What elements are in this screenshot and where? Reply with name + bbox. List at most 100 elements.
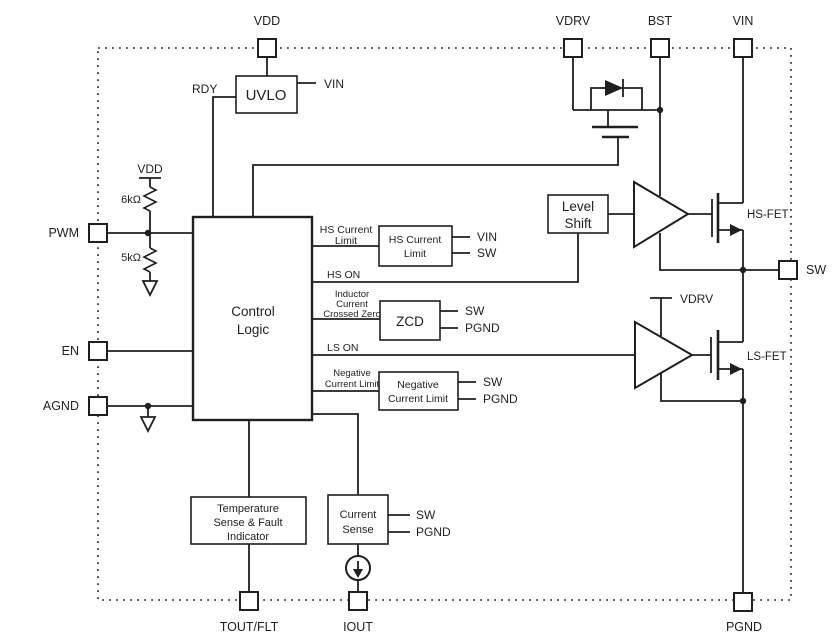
pin-pad-tout-flt: [239, 591, 259, 611]
hs-driver-triangle: [633, 180, 690, 249]
temp-sense-label-2: Sense & Fault: [213, 517, 282, 529]
pin-label-vdrv: VDRV: [556, 14, 591, 28]
stubs-neg-cl: [458, 381, 476, 400]
net-label-neg-pgnd: PGND: [483, 392, 518, 406]
pin-pad-pwm: [88, 223, 108, 243]
net-label-zcd-sw: SW: [465, 304, 485, 318]
sig-hs-cl-2: Limit: [335, 235, 357, 247]
pin-label-vin: VIN: [733, 14, 754, 28]
resistor-6k-label: 6kΩ: [121, 194, 141, 206]
pin-pad-sw: [778, 260, 798, 280]
sig-neg-2: Current Limit: [325, 379, 380, 390]
pin-label-agnd: AGND: [43, 399, 79, 413]
net-label-cs-pgnd: PGND: [416, 525, 451, 539]
sig-inductor-3: Crossed Zero: [323, 309, 381, 320]
sig-hs-on: HS ON: [327, 269, 360, 281]
pwm-divider: [139, 177, 161, 298]
resistor-6k: [142, 186, 158, 212]
level-shift-label-2: Shift: [564, 216, 591, 231]
net-label-divider-vdd: VDD: [137, 162, 163, 176]
net-label-hscl-vin: VIN: [477, 230, 497, 244]
sw-node: [742, 230, 779, 342]
current-sense-label-2: Sense: [342, 524, 373, 536]
uvlo-block-label: UVLO: [246, 87, 287, 104]
zcd-block: [379, 300, 441, 341]
ls-driver-return-rail: [660, 373, 742, 402]
sig-neg-1: Negative: [333, 368, 371, 379]
resistor-5k: [142, 247, 158, 273]
boot-diode: [605, 80, 623, 96]
ls-driver-vdrv-rail: [650, 297, 672, 336]
level-shift-block: [547, 194, 609, 234]
net-label-ls-vdrv: VDRV: [680, 292, 713, 306]
hs-fet-source-arrow: [730, 224, 742, 236]
negative-current-limit-block: [378, 371, 459, 411]
hs-fet-label: HS-FET: [747, 209, 789, 221]
pin-pad-vdrv: [563, 38, 583, 58]
ls-fet-label: LS-FET: [747, 351, 787, 363]
ls-fet-source-arrow: [730, 363, 742, 375]
pin-label-sw: SW: [806, 263, 826, 277]
wire-rdy: [212, 96, 236, 217]
net-label-rdy: RDY: [192, 82, 217, 96]
pin-label-tout-flt: TOUT/FLT: [220, 620, 279, 634]
wire-boot-gate: [252, 137, 619, 217]
neg-cl-block-label-1: Negative: [397, 379, 439, 391]
hs-cl-block-label-2: Limit: [404, 248, 426, 260]
ground-symbol-agnd: [139, 416, 157, 434]
pin-label-iout: IOUT: [343, 620, 373, 634]
control-logic-label-1: Control: [231, 304, 275, 319]
net-label-cs-sw: SW: [416, 508, 436, 522]
stubs-hs-cl: [452, 236, 470, 254]
temp-sense-label-3: Indicator: [227, 531, 270, 543]
zcd-block-label: ZCD: [396, 314, 424, 329]
wire-current-sense-in: [312, 413, 359, 495]
sig-ls-on: LS ON: [327, 342, 359, 354]
sig-inductor-2: Current: [336, 299, 368, 310]
pin-pad-iout: [348, 591, 368, 611]
neg-cl-block-label-2: Current Limit: [388, 393, 448, 405]
current-sense-block: [327, 494, 389, 545]
pin-pad-en: [88, 341, 108, 361]
pin-label-bst: BST: [648, 14, 673, 28]
net-label-hscl-sw: SW: [477, 246, 497, 260]
resistor-5k-label: 5kΩ: [121, 252, 141, 264]
pin-label-pwm: PWM: [48, 226, 79, 240]
sig-hs-cl-1: HS Current: [320, 224, 373, 236]
temp-sense-label-1: Temperature: [217, 503, 279, 515]
wire-hs-on: [312, 233, 579, 283]
pin-pad-vdd: [257, 38, 277, 58]
bootstrap-circuit: [572, 57, 664, 139]
stubs-zcd: [440, 310, 458, 329]
junction-agnd: [144, 402, 152, 410]
pin-label-vdd: VDD: [254, 14, 280, 28]
stubs-current-sense: [388, 514, 410, 533]
net-label-uvlo-vin: VIN: [324, 77, 344, 91]
pin-pad-bst: [650, 38, 670, 58]
pin-label-en: EN: [62, 344, 79, 358]
junction-pgnd: [739, 397, 747, 405]
ground-symbol-divider: [141, 280, 159, 298]
ls-driver-triangle: [634, 320, 694, 390]
uvlo-block: [235, 75, 298, 114]
level-shift-label-1: Level: [562, 199, 594, 214]
ls-fet-symbol: [710, 330, 743, 380]
current-source-arrow-head: [353, 569, 363, 578]
hs-fet-symbol: [711, 193, 743, 243]
control-logic-label-2: Logic: [237, 322, 270, 337]
hs-cl-block-label-1: HS Current: [389, 234, 442, 246]
net-label-zcd-pgnd: PGND: [465, 321, 500, 335]
vdd-rail-bar: [139, 177, 161, 187]
sig-inductor-1: Inductor: [335, 289, 369, 300]
junction-pwm: [144, 229, 152, 237]
pin-pad-pgnd: [733, 592, 753, 612]
pin-label-pgnd: PGND: [726, 620, 762, 634]
net-label-neg-sw: SW: [483, 375, 503, 389]
boot-diode-branch: [590, 87, 643, 110]
temp-sense-block: [190, 496, 307, 545]
junction-sw: [739, 266, 747, 274]
control-logic-block: [191, 215, 314, 422]
pin-pad-agnd: [88, 396, 108, 416]
